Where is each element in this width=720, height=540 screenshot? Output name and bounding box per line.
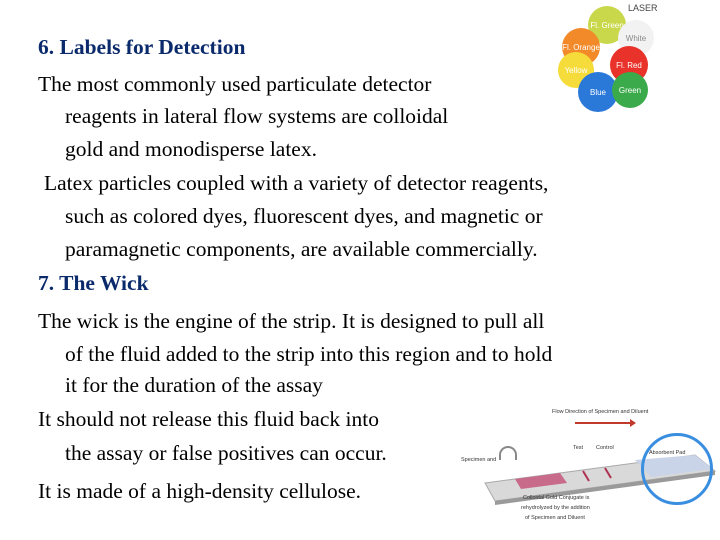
yellow-label: Yellow — [564, 65, 588, 75]
green-label: Green — [618, 85, 642, 95]
paragraph-5-line-1: It is made of a high-density cellulose. — [38, 479, 362, 503]
lateral-flow-strip-figure: Flow Direction of Specimen and Diluent T… — [455, 405, 720, 535]
specimen-label: Specimen and — [461, 457, 497, 463]
fl-green-label: Fl. Green — [590, 20, 624, 30]
paragraph-2-line-3: paramagnetic components, are available c… — [65, 237, 538, 261]
paragraph-3-line-3: it for the duration of the assay — [65, 373, 323, 397]
paragraph-3-line-2: of the fluid added to the strip into thi… — [65, 342, 553, 366]
flow-direction-label: Flow Direction of Specimen and Diluent — [552, 409, 649, 415]
heading-labels-for-detection: 6. Labels for Detection — [38, 35, 246, 59]
laser-brand-text: LASER — [628, 3, 658, 13]
caption-line-3: of Specimen and Diluent — [525, 515, 585, 521]
paragraph-1-line-2: reagents in lateral flow systems are col… — [65, 104, 449, 128]
paragraph-4-line-2: the assay or false positives can occur. — [65, 441, 387, 465]
heading-the-wick: 7. The Wick — [38, 271, 149, 295]
fl-red-label: Fl. Red — [616, 60, 642, 70]
control-label: Control — [596, 445, 614, 451]
paragraph-3-line-1: The wick is the engine of the strip. It … — [38, 309, 545, 333]
absorbent-pad-highlight — [641, 433, 713, 505]
caption-line-1: Colloidal Gold Conjugate is — [523, 495, 590, 501]
caption-line-2: rehydrolyzed by the addition — [521, 505, 590, 511]
flow-arrow — [575, 422, 630, 424]
paragraph-1-line-3: gold and monodisperse latex. — [65, 137, 317, 161]
arrow-head-icon — [630, 419, 636, 427]
absorbent-pad-label: Absorbent Pad — [649, 450, 686, 456]
paragraph-2-line-2: such as colored dyes, fluorescent dyes, … — [65, 204, 543, 228]
test-label: Test — [573, 445, 584, 451]
green-circle: Green — [612, 72, 648, 108]
white-label: White — [625, 33, 647, 43]
paragraph-4-line-1: It should not release this fluid back in… — [38, 407, 379, 431]
paragraph-1-line-1: The most commonly used particulate detec… — [38, 72, 432, 96]
blue-circle: Blue — [578, 72, 618, 112]
fl-orange-label: Fl. Orange — [562, 42, 600, 52]
latex-color-figure: LASER Fl. Green White Fl. Orange Yellow … — [548, 0, 720, 122]
curved-arrow-icon — [499, 446, 517, 460]
paragraph-2-line-1: Latex particles coupled with a variety o… — [44, 171, 549, 195]
blue-label: Blue — [589, 87, 606, 97]
